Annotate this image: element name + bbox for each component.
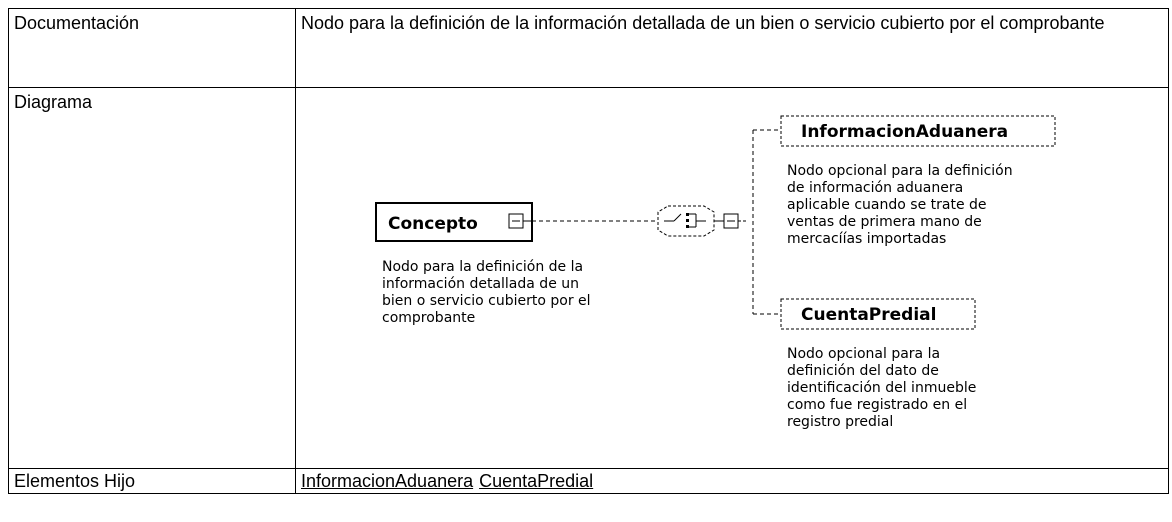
sequence-collapse-icon[interactable] — [714, 213, 748, 229]
concepto-box[interactable] — [375, 202, 533, 242]
link-informacionaduanera[interactable]: InformacionAduanera — [301, 471, 474, 491]
schema-diagram: Concepto Nodo para la definición de la i… — [375, 115, 1056, 430]
schema-doc-table: Documentación Nodo para la definición de… — [8, 8, 1169, 494]
concepto-name: Concepto — [388, 214, 478, 234]
cuentapredial-box[interactable] — [780, 298, 976, 330]
informacionaduanera-box[interactable] — [780, 115, 1056, 147]
diagrama-label: Diagrama — [8, 87, 296, 469]
row-documentacion: Documentación Nodo para la definición de… — [8, 8, 1169, 88]
cuentapredial-desc-line: identificación del inmueble — [787, 380, 976, 396]
informacionaduanera-desc-line: aplicable cuando se trate de — [787, 197, 987, 213]
concepto-description: Nodo para la definición de la informació… — [382, 259, 595, 326]
sequence-compositor-icon — [657, 205, 715, 237]
cuentapredial-desc-line: registro predial — [787, 414, 893, 430]
link-cuentapredial[interactable]: CuentaPredial — [479, 471, 594, 491]
concepto-desc-line: comprobante — [382, 310, 475, 326]
hijos-label: Elementos Hijo — [8, 468, 296, 494]
documentacion-value: Nodo para la definición de la informació… — [295, 8, 1169, 88]
diagram-cell: Concepto Nodo para la definición de la i… — [295, 87, 1169, 469]
concepto-collapse-icon[interactable] — [508, 213, 532, 229]
documentacion-label: Documentación — [8, 8, 296, 88]
cuentapredial-description: Nodo opcional para la definición del dat… — [787, 346, 981, 430]
concepto-desc-line: bien o servicio cubierto por el — [382, 293, 591, 309]
informacionaduanera-description: Nodo opcional para la definición de info… — [787, 163, 1017, 247]
concepto-desc-line: información detallada de un — [382, 276, 579, 292]
cuentapredial-desc-line: definición del dato de — [787, 363, 939, 379]
informacionaduanera-desc-line: mercacíías importadas — [787, 231, 946, 247]
cuentapredial-name: CuentaPredial — [801, 305, 936, 325]
informacionaduanera-desc-line: de información aduanera — [787, 180, 963, 196]
cuentapredial-desc-line: Nodo opcional para la — [787, 346, 940, 362]
row-diagrama: Diagrama Concepto Nodo para la definició… — [8, 87, 1169, 469]
diagram-container: Concepto Nodo para la definición de la i… — [296, 88, 1168, 462]
informacionaduanera-desc-line: ventas de primera mano de — [787, 214, 982, 230]
concepto-desc-line: Nodo para la definición de la — [382, 259, 583, 275]
cuentapredial-desc-line: como fue registrado en el — [787, 397, 967, 413]
informacionaduanera-desc-line: Nodo opcional para la definición — [787, 163, 1013, 179]
informacionaduanera-name: InformacionAduanera — [801, 122, 1008, 142]
